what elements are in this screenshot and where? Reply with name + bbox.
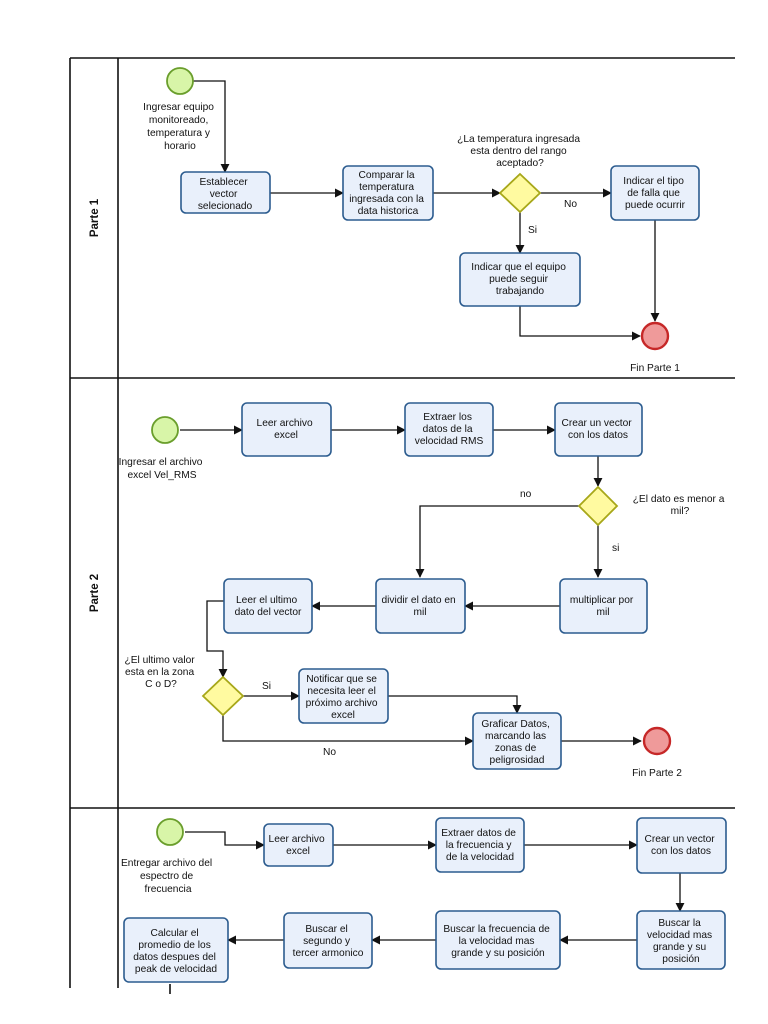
- part2-si2-label: Si: [262, 681, 271, 692]
- task-divide-thousand[interactable]: [375, 578, 466, 634]
- task-extract-frequency-velocity[interactable]: [435, 817, 525, 873]
- part3-start-event: [156, 818, 184, 846]
- pool-frame: [69, 57, 735, 994]
- part1-end-label: Fin Parte 1: [630, 363, 680, 374]
- part1-start-event: [166, 67, 194, 95]
- gateway-less-than-thousand[interactable]: [577, 485, 619, 527]
- task-graph-data-label: Graficar Datos, marcando las zonas de pe…: [481, 719, 552, 766]
- task-compare-temperature[interactable]: [342, 165, 434, 221]
- task-notify-next-file-label: Notificar que se necesita leer el próxim…: [306, 674, 381, 721]
- task-find-harmonics[interactable]: [283, 912, 373, 969]
- task-create-vector-spectrum[interactable]: [636, 817, 727, 874]
- part2-no2-label: No: [323, 747, 336, 758]
- gateway-less-than-thousand-question: ¿El dato es menor a mil?: [633, 494, 728, 517]
- part2-start-event: [151, 416, 179, 444]
- task-establish-vector-label: Establecer vector selecionado: [198, 177, 253, 212]
- gateway-zone-c-or-d[interactable]: [201, 675, 245, 717]
- task-multiply-thousand-label: multiplicar por mil: [570, 595, 636, 618]
- task-notify-next-file[interactable]: [298, 668, 389, 724]
- task-calculate-average-label: Calcular el promedio de los datos despue…: [133, 928, 219, 975]
- part2-end-label: Fin Parte 2: [632, 768, 682, 779]
- task-divide-thousand-label: dividir el dato en mil: [381, 595, 458, 618]
- part1-start-label: Ingresar equipo monitoreado, temperatura…: [143, 102, 217, 152]
- lane-title-2: Parte 2: [89, 574, 101, 612]
- part1-end-event: [640, 321, 670, 351]
- task-establish-vector[interactable]: [180, 171, 271, 214]
- lane-title-1: Parte 1: [89, 198, 101, 237]
- gateway-temperature-range[interactable]: [498, 172, 542, 214]
- task-calculate-average[interactable]: [123, 917, 229, 983]
- task-read-excel-spectrum-label: Leer archivo excel: [269, 834, 328, 857]
- task-indicate-fault-label: Indicar el tipo de falla que puede ocurr…: [623, 176, 686, 211]
- task-extract-rms[interactable]: [404, 402, 494, 457]
- task-read-excel-spectrum[interactable]: [263, 823, 334, 867]
- task-graph-data[interactable]: [472, 712, 562, 770]
- task-read-excel-rms[interactable]: [241, 402, 332, 457]
- task-read-last-value[interactable]: [223, 578, 313, 634]
- part3-flows: [185, 831, 685, 945]
- task-read-excel-rms-label: Leer archivo excel: [257, 418, 316, 441]
- task-create-vector-rms[interactable]: [554, 402, 643, 457]
- part2-si-label: si: [612, 543, 619, 554]
- task-find-harmonics-label: Buscar el segundo y tercer armonico: [293, 924, 364, 959]
- task-create-vector-rms-label: Crear un vector con los datos: [561, 418, 634, 441]
- task-extract-frequency-velocity-label: Extraer datos de la frecuencia y de la v…: [441, 828, 519, 863]
- task-compare-temperature-label: Comparar la temperatura ingresada con la…: [349, 170, 427, 217]
- part1-si-label: Si: [528, 225, 537, 236]
- task-equipment-ok-label: Indicar que el equipo puede seguir traba…: [471, 262, 568, 297]
- gateway-temperature-question: ¿La temperatura ingresada esta dentro de…: [457, 134, 583, 169]
- task-find-max-velocity[interactable]: [636, 910, 726, 970]
- task-create-vector-spectrum-label: Crear un vector con los datos: [644, 834, 717, 857]
- part2-no-label: no: [520, 489, 532, 500]
- part1-flows: [193, 80, 660, 341]
- gateway-zone-question: ¿El ultimo valor esta en la zona C o D?: [124, 655, 197, 690]
- task-find-max-frequency-label: Buscar la frecuencia de la velocidad mas…: [443, 924, 552, 959]
- part1-no-label: No: [564, 199, 577, 210]
- task-indicate-fault[interactable]: [610, 165, 700, 221]
- task-find-max-velocity-label: Buscar la velocidad mas grande y su posi…: [647, 918, 715, 965]
- part3-start-label: Entregar archivo del espectro de frecuen…: [121, 858, 215, 895]
- task-find-max-frequency[interactable]: [435, 910, 561, 970]
- part2-start-label: Ingresar el archivo excel Vel_RMS: [119, 457, 206, 481]
- task-extract-rms-label: Extraer los datos de la velocidad RMS: [415, 412, 484, 447]
- task-read-last-value-label: Leer el ultimo dato del vector: [235, 595, 302, 618]
- part2-flows: [180, 425, 642, 746]
- task-equipment-ok[interactable]: [459, 252, 581, 307]
- task-multiply-thousand[interactable]: [559, 578, 648, 634]
- part2-end-event: [642, 726, 672, 756]
